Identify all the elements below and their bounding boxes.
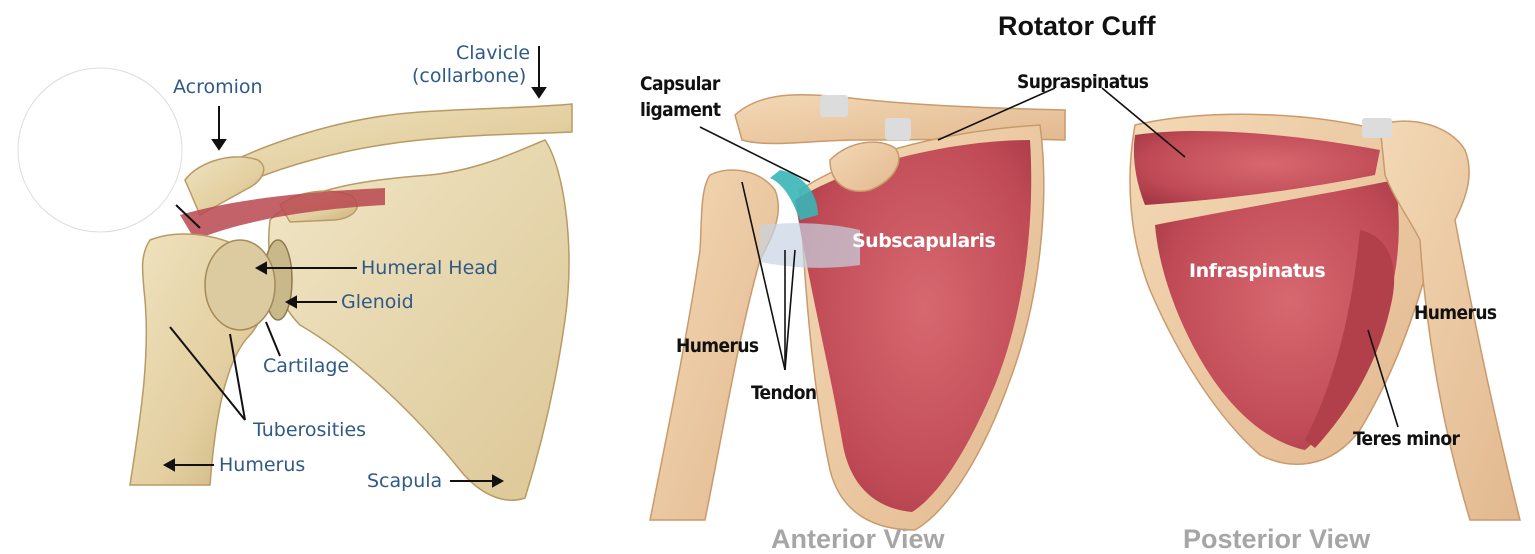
highlight-circle <box>18 68 182 232</box>
label-humeral-head: Humeral Head <box>361 259 498 278</box>
label-tuberosities: Tuberosities <box>253 421 366 440</box>
label-capsular-ligament: Capsular <box>640 75 720 94</box>
label-clavicle: Clavicle <box>456 44 530 63</box>
label-glenoid: Glenoid <box>341 293 414 312</box>
label-subscapularis: Subscapularis <box>852 232 995 251</box>
label-teres-minor: Teres minor <box>1353 430 1459 449</box>
ligament-band <box>885 118 911 140</box>
diagram-title: Rotator Cuff <box>998 13 1155 40</box>
label-scapula: Scapula <box>367 472 442 491</box>
label-humerus-anterior: Humerus <box>676 337 758 356</box>
humeral-head <box>205 240 275 330</box>
ligament-band <box>1362 118 1392 138</box>
label-clavicle-sub: (collarbone) <box>412 67 526 86</box>
tendon-fade <box>760 223 860 268</box>
label-humerus-posterior: Humerus <box>1414 304 1496 323</box>
ligament-band <box>820 95 848 117</box>
label-acromion: Acromion <box>173 78 263 97</box>
label-capsular-ligament-line2: ligament <box>640 101 720 120</box>
label-supraspinatus: Supraspinatus <box>1017 73 1148 92</box>
label-infraspinatus: Infraspinatus <box>1189 262 1325 281</box>
caption-posterior-view: Posterior View <box>1183 526 1370 553</box>
caption-anterior-view: Anterior View <box>771 526 945 553</box>
label-humerus-left: Humerus <box>219 456 305 475</box>
label-cartilage: Cartilage <box>263 357 349 376</box>
label-tendon: Tendon <box>751 384 816 403</box>
anterior-illustration <box>650 95 1065 530</box>
